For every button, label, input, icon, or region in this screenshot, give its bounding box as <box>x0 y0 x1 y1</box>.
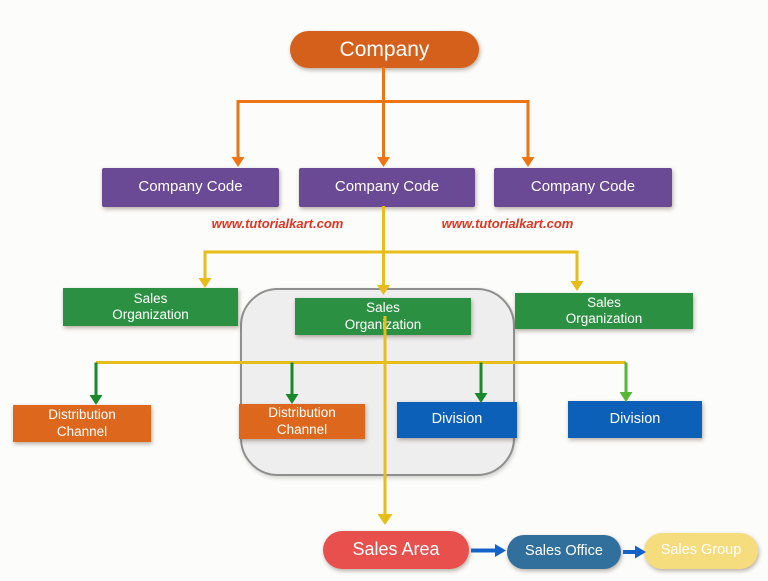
division-1-label: Division <box>431 411 483 428</box>
sales-organization-1-label: Sales Organization <box>112 290 189 322</box>
distribution-channel-2-node: Distribution Channel <box>239 404 365 439</box>
company-label: Company <box>339 37 430 61</box>
sales-group-label: Sales Group <box>660 542 742 559</box>
distribution-channel-1-label: Distribution Channel <box>48 407 116 439</box>
division-2-label: Division <box>609 410 661 427</box>
distribution-channel-2-label: Distribution Channel <box>268 405 336 437</box>
distribution-channel-1-node: Distribution Channel <box>13 405 151 442</box>
sales-organization-3-node: Sales Organization <box>515 293 693 329</box>
division-1-node: Division <box>397 402 517 438</box>
watermark-left: www.tutorialkart.com <box>211 216 344 231</box>
sales-area-label: Sales Area <box>352 539 440 560</box>
company-code-1-node: Company Code <box>102 168 279 207</box>
sales-organization-3-label: Sales Organization <box>565 294 643 326</box>
arrow-to-division-2 <box>619 362 633 402</box>
company-code-3-label: Company Code <box>530 178 636 196</box>
sales-area-node: Sales Area <box>323 531 469 569</box>
company-code-2-label: Company Code <box>334 178 440 196</box>
arrows-company-to-company-codes <box>231 67 535 167</box>
sales-group-node: Sales Group <box>644 533 758 569</box>
sales-office-label: Sales Office <box>525 543 603 560</box>
company-code-2-node: Company Code <box>299 168 475 207</box>
sales-organization-1-node: Sales Organization <box>63 288 238 326</box>
company-code-1-label: Company Code <box>138 178 243 196</box>
division-2-node: Division <box>568 401 702 438</box>
sales-office-node: Sales Office <box>507 535 621 569</box>
company-node: Company <box>290 31 479 68</box>
watermark-right: www.tutorialkart.com <box>441 216 574 231</box>
sales-organization-2-node: Sales Organization <box>295 298 471 335</box>
company-code-3-node: Company Code <box>494 168 672 207</box>
sales-organization-2-label: Sales Organization <box>344 300 422 332</box>
